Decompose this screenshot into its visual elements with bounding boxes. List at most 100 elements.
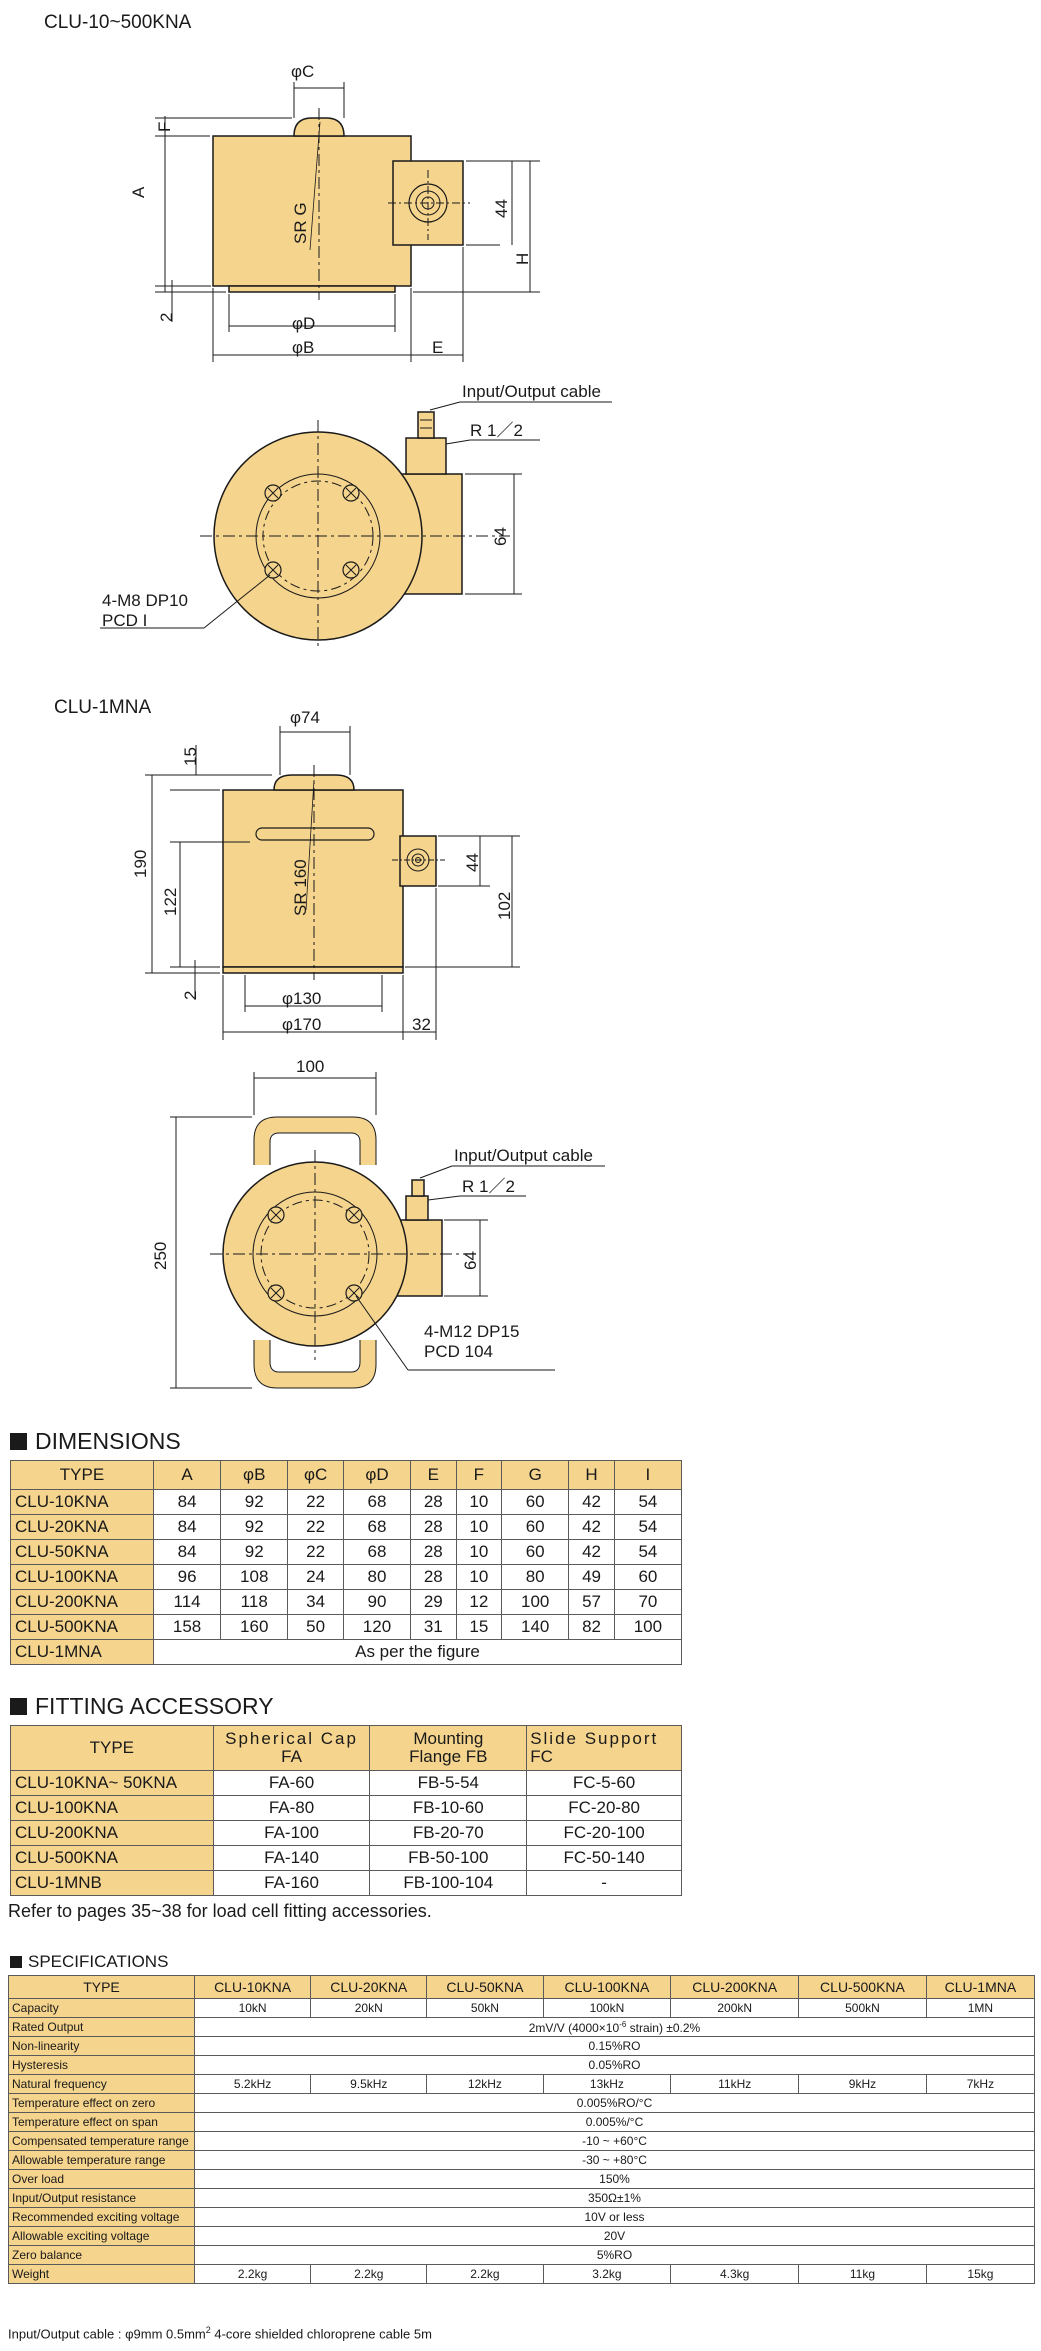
body-rect — [222, 789, 404, 968]
specs-label-cell: Allowable exciting voltage — [8, 2226, 195, 2246]
specs-header-cell: CLU-1MNA — [925, 1975, 1036, 1999]
drawing-clu1m-top-view: 100 250 Input/Output cable R 1／2 64 4-M1… — [151, 1057, 605, 1389]
dimensions-value-cell: 54 — [613, 1489, 683, 1515]
label-phiB: φB — [292, 338, 314, 357]
label-d100: 100 — [296, 1057, 324, 1076]
specs-value-cell: 10kN — [193, 1998, 312, 2018]
dimensions-header-cell: H — [568, 1460, 615, 1490]
fitting-value-cell: - — [526, 1870, 682, 1896]
dimensions-value-cell: 80 — [501, 1564, 570, 1590]
dimensions-value-cell: 28 — [410, 1564, 457, 1590]
label-d102: 102 — [495, 892, 514, 920]
handle-slot — [255, 827, 375, 841]
specs-label-cell: Rated Output — [8, 2017, 195, 2037]
fitting-table: TYPE Spherical Cap FA Mounting Flange FB… — [10, 1725, 682, 1896]
specs-value-cell: 200kN — [670, 1998, 800, 2018]
dimensions-value-cell: 84 — [152, 1539, 222, 1565]
dimensions-value-cell: 84 — [152, 1489, 222, 1515]
label-phi130: φ130 — [282, 989, 321, 1008]
specs-header-cell: CLU-20KNA — [310, 1975, 428, 1999]
rated-output-sup: -6 — [619, 2019, 627, 2029]
fitting-type-cell: CLU-100KNA — [10, 1795, 214, 1821]
specs-value-cell: 3.2kg — [542, 2264, 672, 2284]
square-bullet-icon — [10, 1698, 27, 1715]
fitting-type-cell: CLU-10KNA~ 50KNA — [10, 1770, 214, 1796]
specs-note: Input/Output cable : φ9mm 0.5mm2 4-core … — [8, 2325, 432, 2341]
dimensions-value-cell: 120 — [342, 1614, 412, 1640]
specs-value-cell: 350Ω±1% — [194, 2188, 1035, 2208]
specs-label-cell: Zero balance — [8, 2245, 195, 2265]
label-E: E — [432, 338, 443, 357]
dimensions-value-cell: 12 — [455, 1589, 503, 1615]
specs-label-cell: Temperature effect on zero — [8, 2093, 195, 2113]
specs-label-cell: Hysteresis — [8, 2055, 195, 2075]
dimensions-value-cell: 68 — [342, 1489, 412, 1515]
specs-value-cell: 0.005%/°C — [194, 2112, 1035, 2132]
label-d15: 15 — [181, 747, 200, 766]
dimensions-value-cell: 96 — [152, 1564, 222, 1590]
fitting-value-cell: FA-140 — [212, 1845, 371, 1871]
dimensions-header-cell: G — [501, 1460, 570, 1490]
dimensions-value-cell: 10 — [455, 1514, 503, 1540]
dimensions-value-cell: 15 — [455, 1614, 503, 1640]
dimensions-value-cell: 10 — [455, 1564, 503, 1590]
dimensions-value-cell: 22 — [287, 1514, 344, 1540]
fitting-value-cell: FB-10-60 — [369, 1795, 528, 1821]
dimensions-header-cell: φD — [342, 1460, 412, 1490]
label-A: A — [129, 186, 148, 198]
specs-label-cell: Weight — [8, 2264, 195, 2284]
specs-value-cell: 100kN — [542, 1998, 672, 2018]
specs-value-cell: -10 ~ +60°C — [194, 2131, 1035, 2151]
drawing-clu1m-title: CLU-1MNA — [54, 697, 152, 718]
fitting-header-fb-line1: Mounting — [413, 1729, 484, 1748]
fitting-value-cell: FC-5-60 — [526, 1770, 682, 1796]
label-bolt2: PCD I — [102, 611, 147, 630]
label-bolt2: PCD 104 — [424, 1342, 493, 1361]
dimensions-title: DIMENSIONS — [35, 1428, 181, 1454]
label-sr160: SR 160 — [291, 859, 310, 916]
dimensions-value-cell: 28 — [410, 1489, 457, 1515]
fitting-header-row: TYPE Spherical Cap FA Mounting Flange FB… — [10, 1725, 682, 1771]
label-srg: SR G — [291, 202, 310, 244]
dimensions-value-cell: 42 — [568, 1489, 615, 1515]
bottom-ring — [222, 966, 404, 974]
fitting-title: FITTING ACCESSORY — [35, 1693, 274, 1719]
specs-value-cell: 500kN — [798, 1998, 927, 2018]
specs-label-cell: Over load — [8, 2169, 195, 2189]
specs-value-cell: 2.2kg — [193, 2264, 312, 2284]
specs-value-cell: 2.2kg — [426, 2264, 544, 2284]
dimensions-value-cell: 28 — [410, 1539, 457, 1565]
fitting-value-cell: FB-20-70 — [369, 1820, 528, 1846]
dimensions-header-cell: I — [613, 1460, 683, 1490]
fitting-type-cell: CLU-1MNB — [10, 1870, 214, 1896]
specs-label-cell: Allowable temperature range — [8, 2150, 195, 2170]
square-bullet-icon — [10, 1956, 22, 1968]
dimensions-header-cell: TYPE — [10, 1460, 154, 1490]
fitting-header-fa-line2: FA — [281, 1747, 302, 1766]
specs-value-cell: 20V — [194, 2226, 1035, 2246]
specs-header-cell: TYPE — [8, 1975, 195, 1999]
handle-bottom — [254, 1340, 376, 1388]
dimensions-value-cell: 42 — [568, 1514, 615, 1540]
dimensions-value-cell: 29 — [410, 1589, 457, 1615]
dimensions-header-cell: φC — [287, 1460, 344, 1490]
label-dim64: 64 — [491, 527, 510, 546]
dimensions-value-cell: 82 — [568, 1614, 615, 1640]
dimensions-value-cell: 60 — [613, 1564, 683, 1590]
dimensions-type-cell: CLU-10KNA — [10, 1489, 154, 1515]
specs-note-post: 4-core shielded chloroprene cable 5m — [210, 2326, 432, 2342]
fitting-value-cell: FA-60 — [212, 1770, 371, 1796]
dimensions-value-cell: 54 — [613, 1539, 683, 1565]
dimensions-header-cell: A — [152, 1460, 222, 1490]
dimensions-value-cell: 108 — [220, 1564, 289, 1590]
